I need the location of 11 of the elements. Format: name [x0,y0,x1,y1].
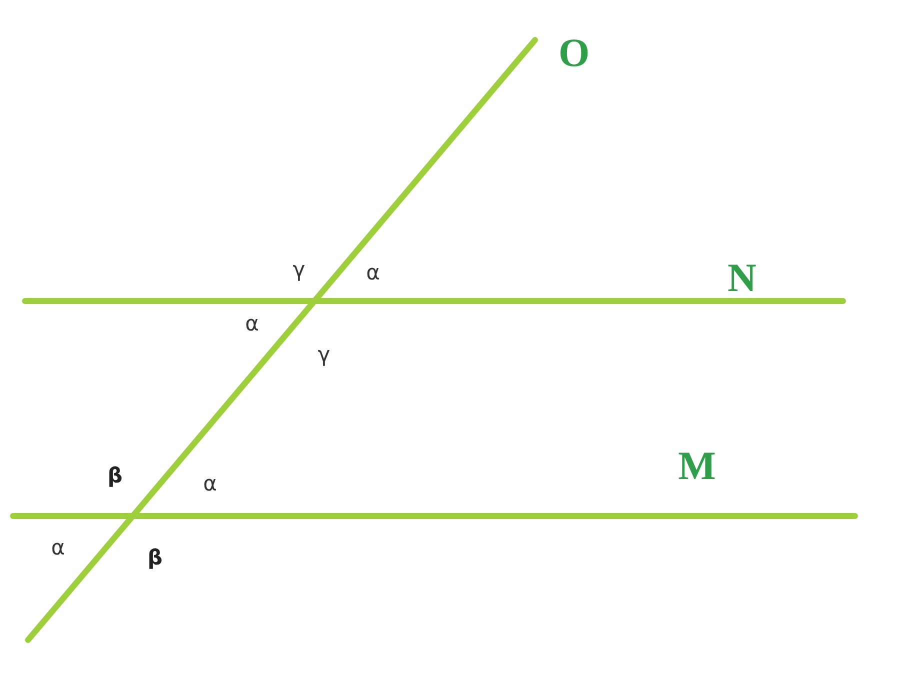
line-label: N [728,258,756,298]
line-label: O [558,33,590,73]
angle-label: γ [292,260,306,280]
line-label: M [678,446,716,486]
angle-label: α [51,538,65,558]
angle-label: α [245,314,259,334]
angle-label: α [366,262,380,284]
angle-label: β [147,548,163,568]
angle-label: γ [318,344,330,366]
angle-label: β [107,466,123,486]
angle-label: α [203,474,217,494]
